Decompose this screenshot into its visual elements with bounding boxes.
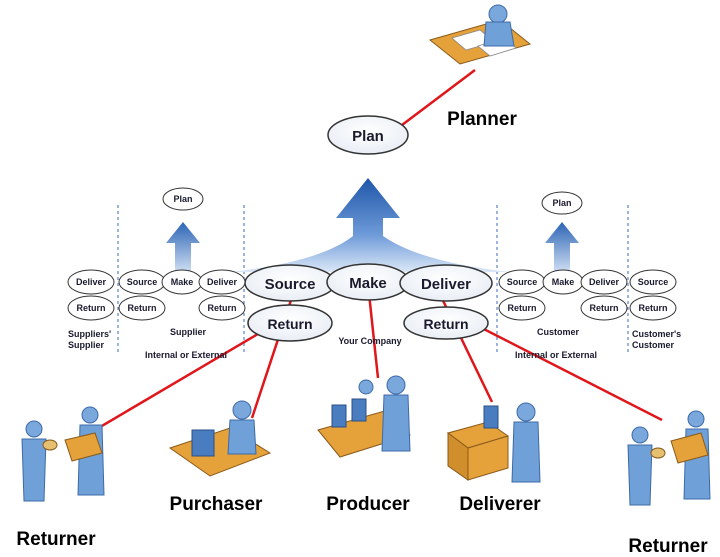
producer-figure [317, 375, 411, 458]
ss-deliver-oval [67, 269, 115, 295]
purchaser-figure [168, 400, 272, 477]
cust-return-src-label: Return [508, 303, 537, 313]
deliver-label: Deliver [421, 276, 471, 293]
sup-return-src-oval [118, 295, 166, 321]
deliver-return-label: Return [423, 316, 468, 332]
supplier-plan-label: Plan [173, 194, 192, 204]
source-return-label: Return [267, 316, 312, 332]
cust-plan-label: Plan [552, 198, 571, 208]
ss-label-2: Supplier [68, 340, 105, 350]
deliver-return-oval [403, 306, 489, 340]
returner-right-figure [627, 410, 711, 506]
ss-return-oval [67, 295, 115, 321]
planner-figure [428, 4, 532, 65]
supplier-arrow [166, 222, 200, 272]
returner-left-label: Returner [16, 529, 96, 550]
cust-make-label: Make [552, 277, 575, 287]
sup-return-src-label: Return [128, 303, 157, 313]
cust-deliver-label: Deliver [589, 277, 620, 287]
cust-return-src-oval [498, 295, 546, 321]
returner-right-label: Returner [628, 536, 708, 557]
purchaser-label: Purchaser [170, 494, 264, 515]
planner-label: Planner [447, 109, 517, 130]
customer-label: Customer [537, 327, 580, 337]
supplier-sub-label: Internal or External [145, 350, 227, 360]
central-arrow [230, 178, 510, 272]
cust-source-label: Source [507, 277, 538, 287]
cust-return-del-oval [580, 295, 628, 321]
cc-source-oval [629, 269, 677, 295]
deliverer-label: Deliverer [459, 494, 541, 515]
cc-return-oval [629, 295, 677, 321]
sup-deliver-oval [198, 269, 246, 295]
plan-label: Plan [352, 128, 384, 145]
make-label: Make [349, 275, 387, 292]
ss-label-1: Suppliers' [68, 329, 111, 339]
customer-arrow [545, 222, 579, 272]
sup-return-del-oval [198, 295, 246, 321]
deliver-oval [399, 264, 493, 302]
cc-label-2: Customer [632, 340, 675, 350]
source-return-oval [247, 304, 333, 342]
deliverer-figure [446, 402, 541, 483]
sup-deliver-label: Deliver [207, 277, 238, 287]
plan-oval [327, 115, 409, 155]
customer-sub-label: Internal or External [515, 350, 597, 360]
connector-lines [94, 69, 663, 432]
sup-make-label: Make [171, 277, 194, 287]
cc-label-1: Customer's [632, 329, 681, 339]
ss-return-label: Return [77, 303, 106, 313]
cc-source-label: Source [638, 277, 669, 287]
returner-left-figure [21, 406, 105, 502]
cust-return-del-label: Return [590, 303, 619, 313]
sup-return-del-label: Return [208, 303, 237, 313]
supplier-plan-oval [162, 187, 204, 211]
ss-deliver-label: Deliver [76, 277, 107, 287]
cc-return-label: Return [639, 303, 668, 313]
sup-source-label: Source [127, 277, 158, 287]
source-label: Source [265, 276, 316, 293]
your-company-label: Your Company [338, 336, 401, 346]
producer-label: Producer [326, 494, 410, 515]
cust-deliver-oval [580, 269, 628, 295]
cust-plan-oval [541, 191, 583, 215]
supplier-label: Supplier [170, 327, 207, 337]
